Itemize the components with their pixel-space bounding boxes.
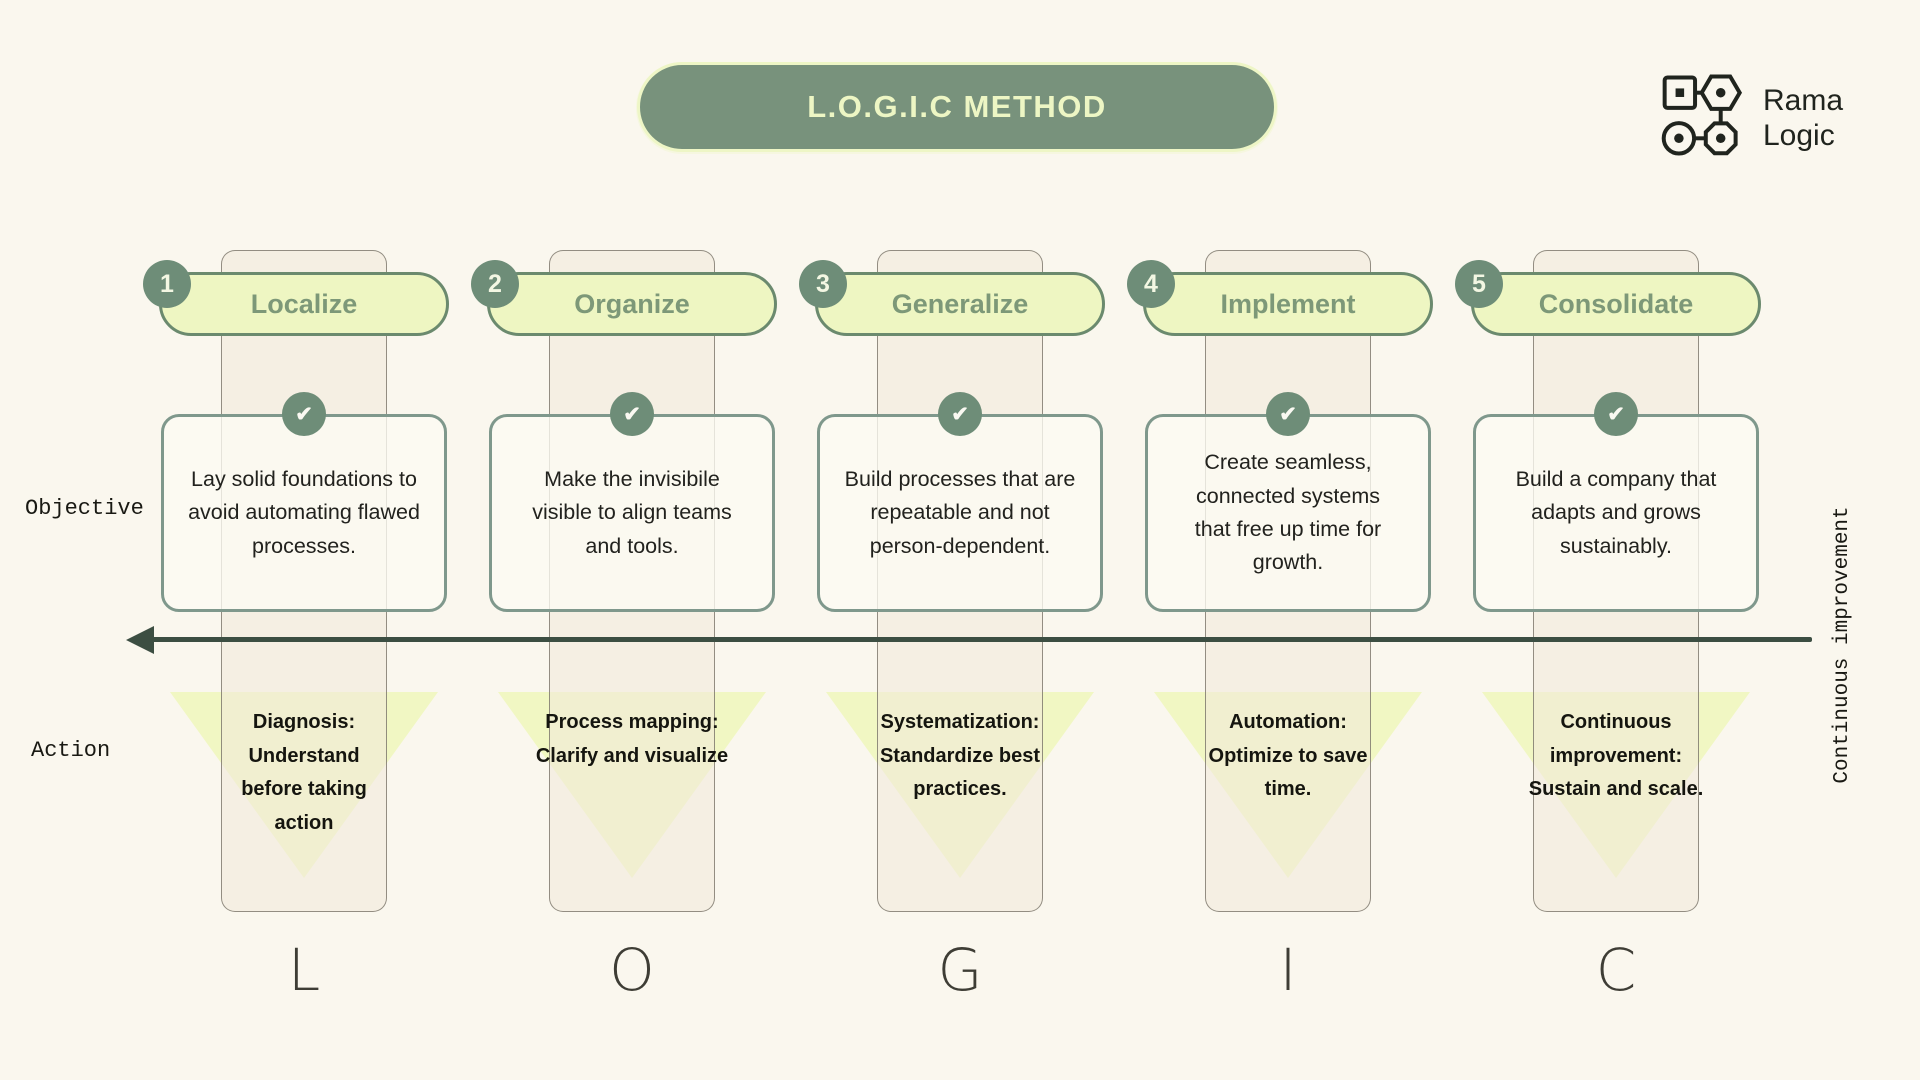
title-pill: L.O.G.I.C METHOD xyxy=(637,62,1277,152)
method-column: Build a company that adapts and grows su… xyxy=(1452,0,1780,1080)
step-number-badge: 3 xyxy=(799,260,847,308)
step-title: Generalize xyxy=(891,288,1029,319)
check-icon xyxy=(610,392,654,436)
continuous-improvement-label: Continuous improvement xyxy=(1831,506,1854,784)
objective-card: Build a company that adapts and grows su… xyxy=(1473,414,1759,612)
step-number-badge: 4 xyxy=(1127,260,1175,308)
action-text: Diagnosis: Understand before taking acti… xyxy=(241,711,367,834)
brand-logo: Rama Logic xyxy=(1658,68,1843,168)
step-number-badge: 5 xyxy=(1455,260,1503,308)
logo-wordmark: Rama Logic xyxy=(1763,83,1843,153)
logo-shapes-icon xyxy=(1658,68,1753,168)
acronym-letter: G xyxy=(937,936,983,1004)
method-column: Create seamless, connected systems that … xyxy=(1124,0,1452,1080)
improvement-arrow-line xyxy=(150,637,1812,642)
step-number: 1 xyxy=(160,269,174,298)
check-icon xyxy=(1594,392,1638,436)
arrow-left-head-icon xyxy=(126,626,154,654)
page-title: L.O.G.I.C METHOD xyxy=(807,89,1107,124)
step-number-badge: 2 xyxy=(471,260,519,308)
objective-card: Make the invisibile visible to align tea… xyxy=(489,414,775,612)
action-text: Process mapping: Clarify and visualize xyxy=(535,711,729,767)
action-text: Automation: Optimize to save time. xyxy=(1208,711,1368,801)
acronym-letter: C xyxy=(1595,936,1637,1004)
step-title: Consolidate xyxy=(1538,288,1694,319)
method-column: Make the invisibile visible to align tea… xyxy=(468,0,796,1080)
step-title-pill: Localize xyxy=(159,272,449,336)
acronym-letter: I xyxy=(1279,936,1297,1004)
step-number: 5 xyxy=(1472,269,1486,298)
check-icon xyxy=(938,392,982,436)
objective-text: Lay solid foundations to avoid automatin… xyxy=(188,467,420,558)
action-text: Systematization: Standardize best practi… xyxy=(879,711,1041,801)
objective-text: Build processes that are repeatable and … xyxy=(844,467,1076,558)
step-title: Localize xyxy=(250,288,358,319)
acronym-letter: O xyxy=(609,936,655,1004)
check-icon xyxy=(282,392,326,436)
step-title: Implement xyxy=(1220,288,1356,319)
objective-text: Build a company that adapts and grows su… xyxy=(1515,467,1717,558)
step-number-badge: 1 xyxy=(143,260,191,308)
objective-card: Lay solid foundations to avoid automatin… xyxy=(161,414,447,612)
objective-card: Create seamless, connected systems that … xyxy=(1145,414,1431,612)
step-number: 3 xyxy=(816,269,830,298)
step-title-pill: Generalize xyxy=(815,272,1105,336)
step-number: 4 xyxy=(1144,269,1158,298)
check-icon xyxy=(1266,392,1310,436)
logo-line2: Logic xyxy=(1763,119,1835,152)
method-column: Build processes that are repeatable and … xyxy=(796,0,1124,1080)
method-column: Lay solid foundations to avoid automatin… xyxy=(140,0,468,1080)
objective-row-label: Objective xyxy=(25,496,144,521)
step-title-pill: Implement xyxy=(1143,272,1433,336)
objective-card: Build processes that are repeatable and … xyxy=(817,414,1103,612)
acronym-letter: L xyxy=(287,936,321,1004)
action-text: Continuous improvement: Sustain and scal… xyxy=(1528,711,1704,801)
action-row-label: Action xyxy=(31,738,111,763)
step-title: Organize xyxy=(574,288,690,319)
step-number: 2 xyxy=(488,269,502,298)
objective-text: Create seamless, connected systems that … xyxy=(1194,450,1382,575)
objective-text: Make the invisibile visible to align tea… xyxy=(532,467,732,558)
step-title-pill: Consolidate xyxy=(1471,272,1761,336)
logo-line1: Rama xyxy=(1763,84,1844,117)
step-title-pill: Organize xyxy=(487,272,777,336)
